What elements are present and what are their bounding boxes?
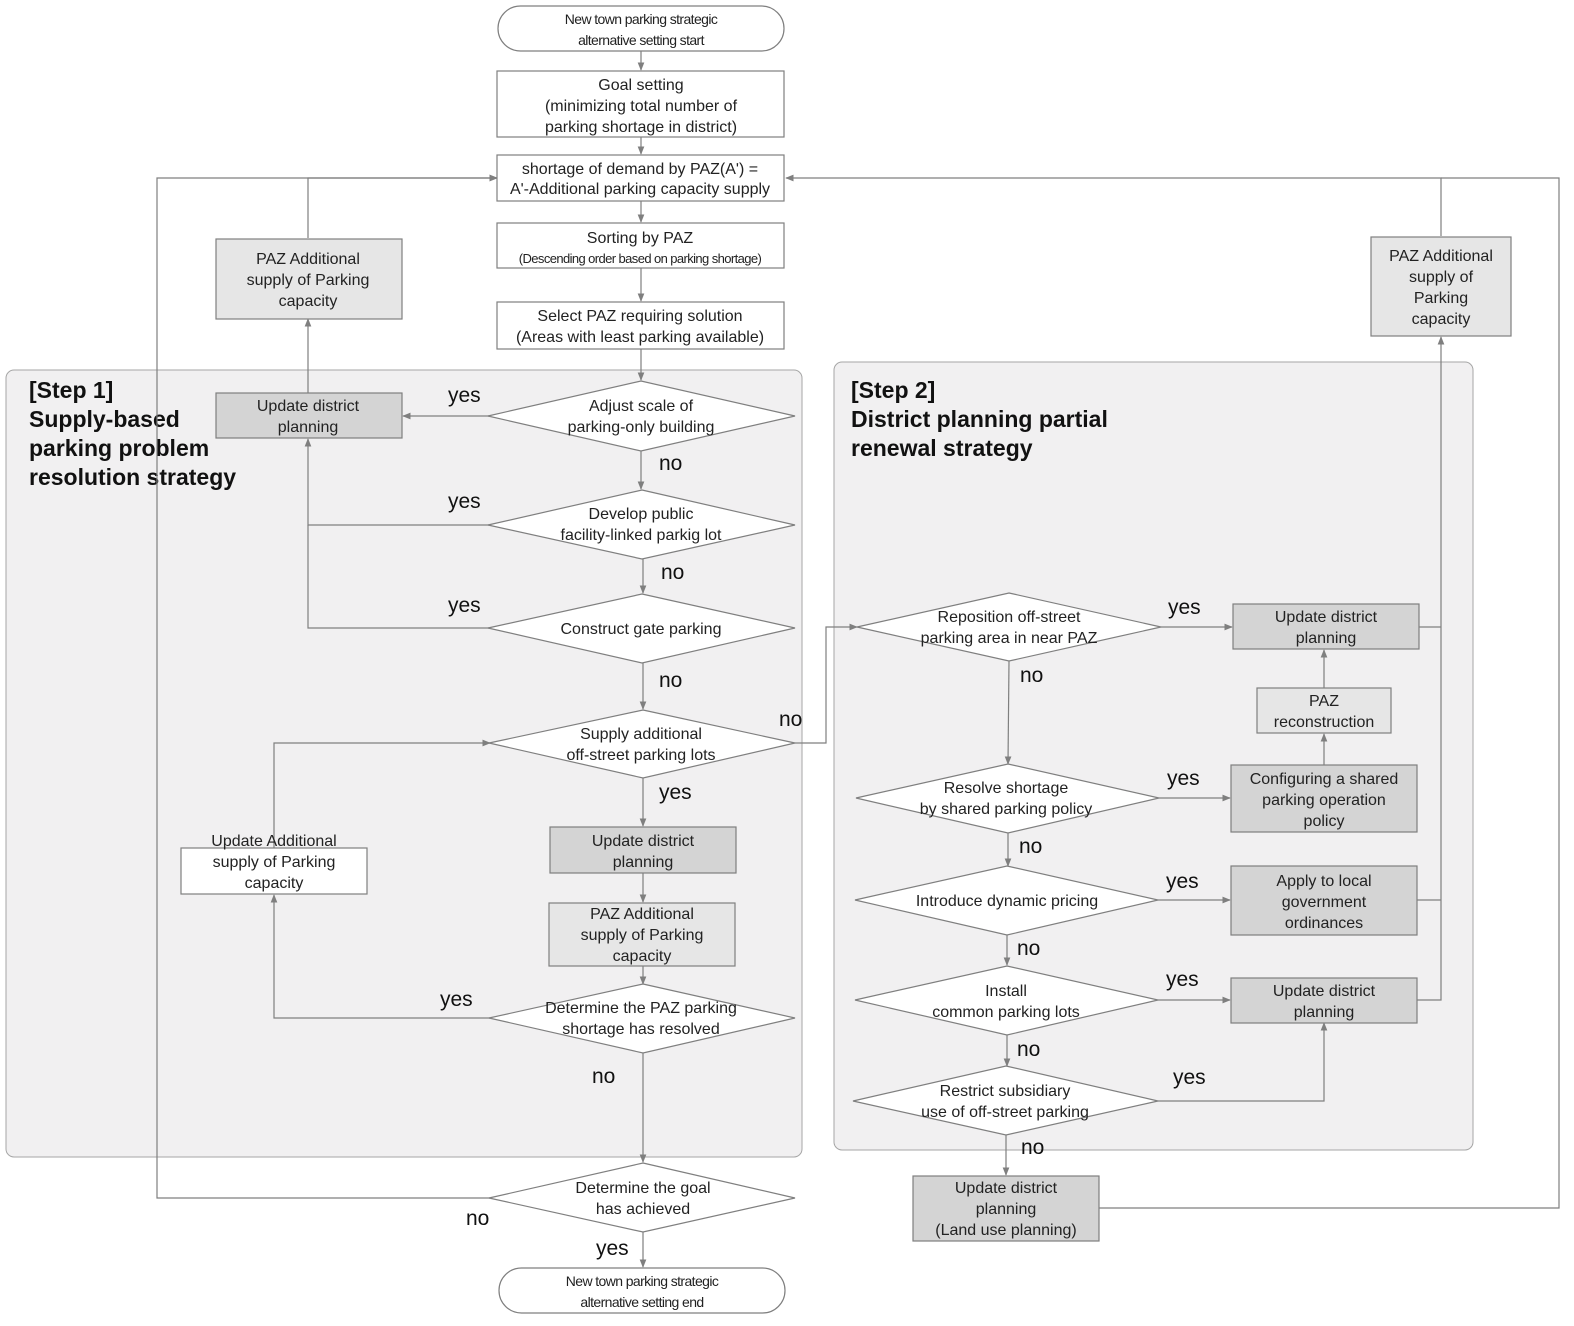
step2-panel — [833, 361, 1474, 1151]
svg-text:Goal setting(minimizing total: Goal setting(minimizing total number ofp… — [545, 77, 738, 136]
svg-text:Construct gate parking: Construct gate parking — [561, 621, 722, 638]
svg-text:(Descending order based on par: (Descending order based on parking short… — [519, 251, 762, 266]
gate-parking-decision: Construct gate parking — [487, 593, 796, 664]
step2-title: [Step 2] District planning partial renew… — [851, 377, 1114, 461]
no-label: no — [659, 669, 682, 692]
step1-title: [Step 1] Supply-based parking problem re… — [29, 377, 236, 490]
no-label: no — [779, 708, 802, 731]
no-label: no — [592, 1065, 615, 1088]
no-label: no — [1020, 664, 1043, 687]
yes-label: yes — [440, 988, 473, 1011]
yes-label: yes — [596, 1237, 629, 1260]
yes-label: yes — [1166, 870, 1199, 893]
no-label: no — [466, 1207, 489, 1230]
sorting-box: Sorting by PAZ (Descending order based o… — [496, 222, 785, 269]
yes-label: yes — [1173, 1066, 1206, 1089]
shortage-box: shortage of demand by PAZ(Aʹ) =Aʹ-Additi… — [496, 154, 785, 202]
edge-labels: yes no yes no yes no no yes yes no no ye… — [440, 384, 1206, 1260]
yes-label: yes — [1166, 968, 1199, 991]
yes-label: yes — [448, 384, 481, 407]
dynamic-pricing-decision: Introduce dynamic pricing — [854, 865, 1159, 936]
yes-label: yes — [448, 594, 481, 617]
no-label: no — [659, 452, 682, 475]
svg-text:shortage of demand by PAZ(Aʹ): shortage of demand by PAZ(Aʹ) =Aʹ-Additi… — [510, 161, 770, 198]
yes-label: yes — [1168, 596, 1201, 619]
svg-text:Select PAZ requiring solution(: Select PAZ requiring solution(Areas with… — [516, 308, 764, 346]
no-label: no — [1017, 937, 1040, 960]
no-label: no — [661, 561, 684, 584]
svg-text:Introduce dynamic pricing: Introduce dynamic pricing — [916, 893, 1098, 910]
no-label: no — [1021, 1136, 1044, 1159]
no-label: no — [1019, 835, 1042, 858]
select-paz-box: Select PAZ requiring solution(Areas with… — [496, 301, 785, 350]
connectors — [156, 51, 1560, 1268]
yes-label: yes — [1167, 767, 1200, 790]
yes-label: yes — [448, 490, 481, 513]
svg-text:Sorting by PAZ: Sorting by PAZ — [587, 230, 694, 247]
no-label: no — [1017, 1038, 1040, 1061]
yes-label: yes — [659, 781, 692, 804]
